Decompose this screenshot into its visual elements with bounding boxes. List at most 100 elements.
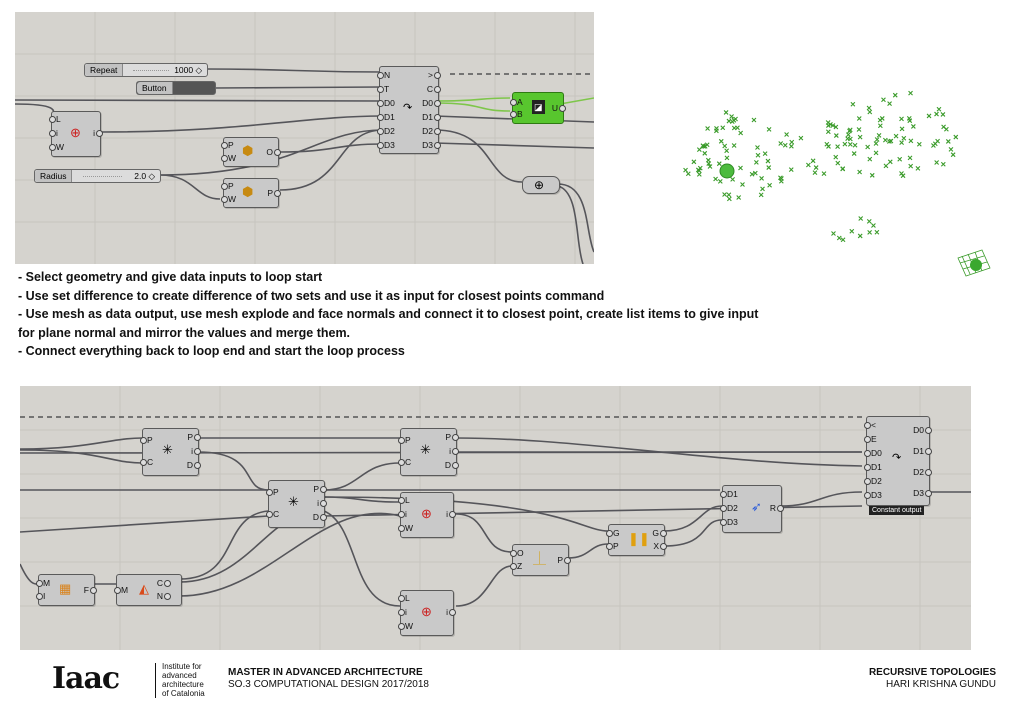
union-component[interactable]: A B ◪ U xyxy=(510,92,567,124)
populate-p-component[interactable]: P W ⬢ P xyxy=(220,178,281,208)
radius-slider-track[interactable] xyxy=(83,176,122,177)
mesh-explode-component[interactable]: M I ▦ F xyxy=(34,574,98,606)
pin-in[interactable]: O xyxy=(510,548,524,558)
pin-in[interactable]: D1 xyxy=(720,489,738,499)
pin-out[interactable]: i xyxy=(446,509,456,519)
pin-out[interactable]: i xyxy=(191,446,201,456)
relay-component[interactable]: ⊕ xyxy=(522,176,560,194)
pin-in[interactable]: Z xyxy=(509,561,523,571)
pin-out[interactable]: D1 xyxy=(422,112,441,122)
plane-normal-component[interactable]: O Z ⏊ P xyxy=(509,544,571,576)
pin-in[interactable]: D3 xyxy=(377,140,395,150)
pin-out[interactable]: i xyxy=(317,498,327,508)
pin-out[interactable]: C xyxy=(156,578,172,588)
pin-in[interactable]: I xyxy=(34,591,46,601)
pin-out[interactable]: P xyxy=(313,484,327,494)
pin-in[interactable]: L xyxy=(398,593,410,603)
closest-points-c[interactable]: P C ✳ P i D xyxy=(397,428,460,476)
pin-out[interactable]: D2 xyxy=(422,126,441,136)
pin-in[interactable]: P xyxy=(606,541,619,551)
pin-out[interactable]: X xyxy=(653,541,667,551)
pin-in[interactable]: T xyxy=(376,84,390,94)
pin-in[interactable]: M xyxy=(35,578,51,588)
pin-in[interactable]: W xyxy=(397,621,414,631)
pin-out[interactable]: i xyxy=(446,607,456,617)
button-param[interactable]: Button xyxy=(136,81,216,95)
pin-in[interactable]: D2 xyxy=(864,476,882,486)
list-item-a[interactable]: L i W ⊕ i xyxy=(397,492,456,538)
pin-out[interactable]: P xyxy=(187,432,201,442)
pin-out[interactable]: i xyxy=(449,446,459,456)
pin-out[interactable]: O xyxy=(266,147,281,157)
pin-out[interactable]: i xyxy=(93,128,103,138)
pin-out[interactable]: F xyxy=(83,585,98,595)
pin-in[interactable]: B xyxy=(510,109,523,119)
pin-out[interactable]: D3 xyxy=(422,140,441,150)
point-marker xyxy=(749,171,755,177)
pin-out[interactable]: C xyxy=(426,84,442,94)
pin-out[interactable]: P xyxy=(557,555,571,565)
pin-out[interactable]: R xyxy=(769,503,785,513)
pin-in[interactable]: E xyxy=(864,434,877,444)
top-canvas[interactable]: Repeat 1000 ◇ Button Radius 2.0 ◇ L i W … xyxy=(15,12,594,264)
pin-in[interactable]: i xyxy=(398,509,407,519)
pin-in[interactable]: D2 xyxy=(720,503,738,513)
pin-out[interactable]: P xyxy=(445,432,459,442)
pin-in[interactable]: < xyxy=(864,420,876,430)
pin-in[interactable]: L xyxy=(398,495,410,505)
pin-out[interactable]: P xyxy=(267,188,281,198)
pin-out[interactable]: D1 xyxy=(913,446,932,456)
pin-in[interactable]: P xyxy=(266,487,279,497)
pin-out[interactable]: D xyxy=(312,512,328,522)
pin-in[interactable]: P xyxy=(398,435,411,445)
pin-in[interactable]: C xyxy=(139,457,154,467)
closest-points-a[interactable]: P C ✳ P i D xyxy=(139,428,202,476)
populate-o-component[interactable]: P W ⬢ O xyxy=(220,137,281,167)
pin-in[interactable]: i xyxy=(49,128,58,138)
loop-end-component[interactable]: < E D0 D1 D2 D3 ↷ D0 D1 D2 D3 xyxy=(864,416,932,506)
pin-in[interactable]: P xyxy=(221,181,234,191)
pin-in[interactable]: N xyxy=(376,70,391,80)
pin-in[interactable]: M xyxy=(113,585,129,595)
pin-in[interactable]: D3 xyxy=(864,490,882,500)
pin-in[interactable]: D0 xyxy=(377,98,395,108)
merge-component[interactable]: D1 D2 D3 ➶ R xyxy=(720,485,785,533)
pin-in[interactable]: P xyxy=(221,140,234,150)
list-item-b[interactable]: L i W ⊕ i xyxy=(397,590,456,636)
pin-out[interactable]: D xyxy=(186,460,202,470)
pin-out[interactable]: D0 xyxy=(422,98,441,108)
repeat-slider-track[interactable] xyxy=(133,70,169,71)
bottom-canvas[interactable]: P C ✳ P i D P C ✳ P i D P C ✳ P i D L i … xyxy=(20,386,971,650)
pin-in[interactable]: D1 xyxy=(864,462,882,472)
pin-in[interactable]: D1 xyxy=(377,112,395,122)
closest-points-b[interactable]: P C ✳ P i D xyxy=(265,480,328,528)
pin-in[interactable]: W xyxy=(220,194,237,204)
pin-out[interactable]: G xyxy=(652,528,667,538)
pin-in[interactable]: W xyxy=(48,142,65,152)
pin-out[interactable]: > xyxy=(428,70,441,80)
pin-in[interactable]: A xyxy=(510,97,523,107)
pin-out[interactable]: N xyxy=(156,591,172,601)
pin-in[interactable]: i xyxy=(398,607,407,617)
pin-out[interactable]: D3 xyxy=(913,488,932,498)
pin-in[interactable]: D3 xyxy=(720,517,738,527)
mirror-component[interactable]: G P ❚❚ G X xyxy=(606,524,667,556)
pin-in[interactable]: C xyxy=(397,457,412,467)
pin-out[interactable]: D xyxy=(444,460,460,470)
pin-in[interactable]: L xyxy=(49,114,61,124)
pin-in[interactable]: C xyxy=(265,509,280,519)
pin-out[interactable]: U xyxy=(551,103,567,113)
pin-in[interactable]: W xyxy=(220,153,237,163)
pin-out[interactable]: D0 xyxy=(913,425,932,435)
face-normals-component[interactable]: M ◭ C N xyxy=(113,574,182,606)
list-item-component[interactable]: L i W ⊕ i xyxy=(48,111,103,157)
radius-slider[interactable]: Radius 2.0 ◇ xyxy=(34,169,161,183)
loop-start-component[interactable]: N T D0 D1 D2 D3 ↷ > C D0 D1 D2 D3 xyxy=(376,66,442,154)
pin-out[interactable]: D2 xyxy=(913,467,932,477)
pin-in[interactable]: W xyxy=(397,523,414,533)
pin-in[interactable]: G xyxy=(606,528,620,538)
repeat-slider[interactable]: Repeat 1000 ◇ xyxy=(84,63,208,77)
pin-in[interactable]: P xyxy=(140,435,153,445)
pin-in[interactable]: D2 xyxy=(377,126,395,136)
pin-in[interactable]: D0 xyxy=(864,448,882,458)
